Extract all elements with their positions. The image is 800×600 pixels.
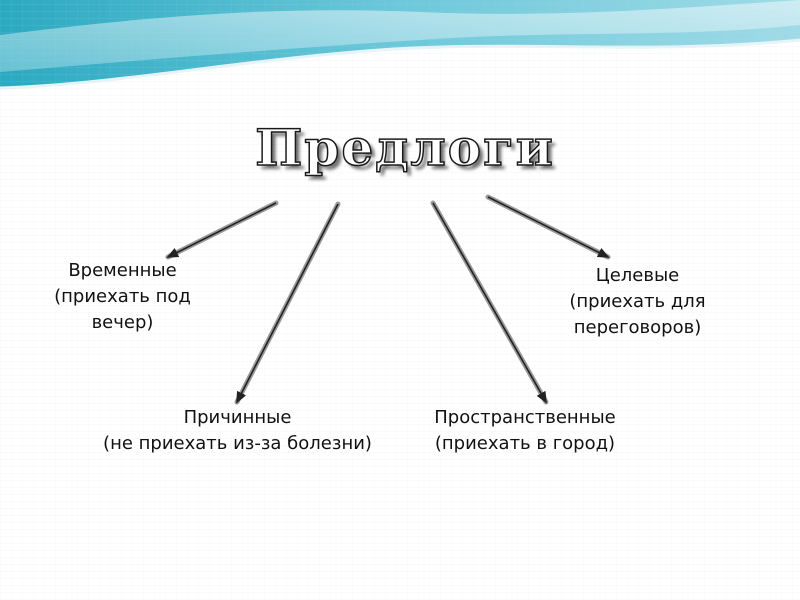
diagram-title: Предлоги (254, 117, 555, 178)
arrow-to-goal (485, 194, 611, 260)
node-temporal-example-line-1: (приехать под (54, 286, 191, 307)
node-purpose-example-line-2: переговоров) (573, 317, 702, 338)
node-purpose: Целевые (приехать для переговоров) (545, 263, 730, 341)
wave-edge (0, 38, 800, 90)
node-causal-example: (не приехать из-за болезни) (103, 433, 372, 454)
arrow-to-time (165, 200, 279, 260)
node-temporal-name: Временные (68, 260, 177, 281)
node-purpose-name: Целевые (595, 265, 680, 286)
node-purpose-example-line-1: (приехать для (569, 291, 706, 312)
node-causal: Причинные (не приехать из-за болезни) (70, 405, 405, 457)
wave-highlight (0, 0, 800, 72)
node-spatial: Пространственные (приехать в город) (405, 405, 645, 457)
node-spatial-example: (приехать в город) (434, 433, 616, 454)
arrow-to-place (430, 200, 549, 405)
arrow-to-cause (234, 201, 341, 405)
node-spatial-name: Пространственные (434, 407, 616, 428)
node-temporal-example-line-2: вечер) (91, 312, 154, 333)
top-wave-decoration (0, 0, 800, 90)
node-temporal: Временные (приехать под вечер) (30, 258, 215, 336)
node-causal-name: Причинные (183, 407, 292, 428)
